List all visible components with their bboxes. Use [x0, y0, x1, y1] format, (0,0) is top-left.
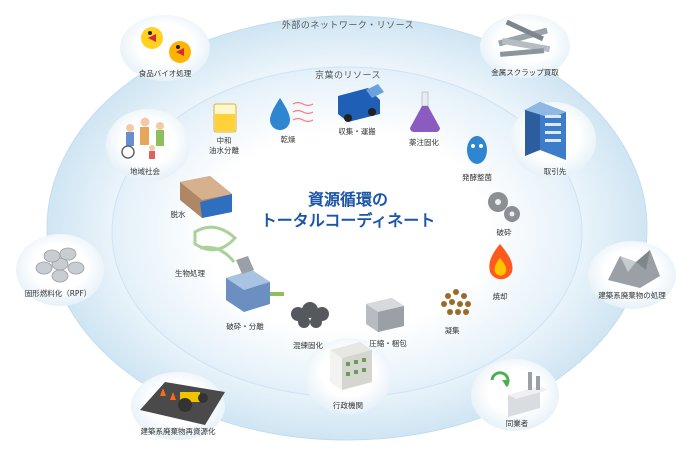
label-construction-recycle: 建築系廃棄物再資源化: [141, 426, 216, 436]
node-coagulate: 凝集: [441, 289, 471, 335]
inner-ring-title: 京葉のリソース: [315, 69, 381, 81]
label-bio: 生物処理: [175, 268, 205, 278]
label-neutralize-1: 中和: [217, 135, 232, 145]
dewatering-machine-icon: [180, 176, 232, 218]
flask-icon: [410, 91, 440, 132]
node-client: 取引先: [510, 102, 596, 178]
recycle-factory-icon: [490, 371, 548, 417]
label-construction-waste: 建築系廃棄物の処理: [598, 290, 666, 300]
government-building-icon: [330, 342, 372, 390]
label-community: 地域社会: [130, 166, 160, 176]
metal-scrap-icon: [498, 19, 551, 57]
label-crush: 破砕: [497, 227, 512, 237]
node-chemical: 薬注固化: [409, 91, 440, 147]
node-incinerate: 焼却: [489, 244, 513, 301]
label-coagulate: 凝集: [445, 325, 460, 335]
node-community: 地域社会: [106, 109, 190, 181]
rubble-icon: [608, 250, 660, 288]
label-chemical: 薬注固化: [409, 137, 439, 147]
beaker-icon: [213, 103, 237, 133]
label-neutralize-2: 油水分離: [209, 145, 239, 155]
node-bio: 生物処理: [175, 225, 238, 278]
label-client: 取引先: [544, 166, 567, 176]
label-crush-separate: 破砕・分離: [226, 321, 264, 331]
office-building-icon: [525, 102, 566, 160]
label-solid-fuel: 固形燃料化（RPF）: [25, 288, 92, 298]
center-title-line1: 資源循環の: [308, 190, 388, 209]
crusher-machine-icon: [226, 256, 284, 312]
node-ferment: 発酵整菌: [462, 136, 492, 182]
label-metal-scrap: 金属スクラップ買取: [491, 67, 559, 77]
node-dewater: 脱水: [171, 176, 232, 219]
node-mix-solidify: 混練固化: [291, 302, 329, 350]
label-ferment: 発酵整菌: [462, 172, 492, 182]
node-food-bio: 食品バイオ処理: [120, 15, 210, 81]
water-drop-icon: [270, 98, 314, 130]
gear-icon: [488, 192, 520, 222]
node-government: 行政機関: [304, 338, 392, 414]
node-construction-recycle: 建築系廃棄物再資源化: [131, 372, 225, 440]
label-collect: 収集・運搬: [338, 126, 376, 136]
label-compress: 圧縮・梱包: [369, 338, 407, 348]
node-crush: 破砕: [488, 192, 520, 237]
coagulate-particles-icon: [441, 289, 471, 315]
node-crush-separate: 破砕・分離: [226, 256, 284, 331]
truck-icon: [338, 84, 384, 122]
label-dewater: 脱水: [171, 209, 186, 219]
node-neutralize: 中和 油水分離: [209, 103, 239, 155]
bacteria-character-icon: [141, 27, 191, 63]
fuel-pellets-icon: [35, 247, 85, 283]
label-peers: 同業者: [506, 418, 529, 428]
node-collect: 収集・運搬: [338, 84, 384, 136]
bio-loop-icon: [193, 225, 238, 263]
label-mix-solidify: 混練固化: [293, 340, 323, 350]
label-dry: 乾燥: [281, 134, 296, 144]
compressed-bales-icon: [366, 298, 404, 332]
node-compress: 圧縮・梱包: [366, 298, 407, 348]
outer-ring-title: 外部のネットワーク・リソース: [282, 19, 414, 31]
node-peers: 同業者: [471, 359, 559, 431]
node-solid-fuel: 固形燃料化（RPF）: [16, 234, 104, 306]
community-people-icon: [121, 117, 164, 159]
center-title-line2: トータルコーディネート: [261, 211, 436, 230]
label-government: 行政機関: [333, 400, 363, 410]
label-food-bio: 食品バイオ処理: [139, 68, 192, 78]
node-metal-scrap: 金属スクラップ買取: [480, 14, 570, 78]
road-roller-icon: [140, 382, 225, 425]
node-dry: 乾燥: [270, 98, 314, 144]
fire-icon: [489, 244, 513, 280]
label-incinerate: 焼却: [493, 291, 508, 301]
smoke-cloud-icon: [291, 302, 329, 328]
node-construction-waste: 建築系廃棄物の処理: [588, 241, 676, 309]
microbe-icon: [467, 136, 487, 164]
